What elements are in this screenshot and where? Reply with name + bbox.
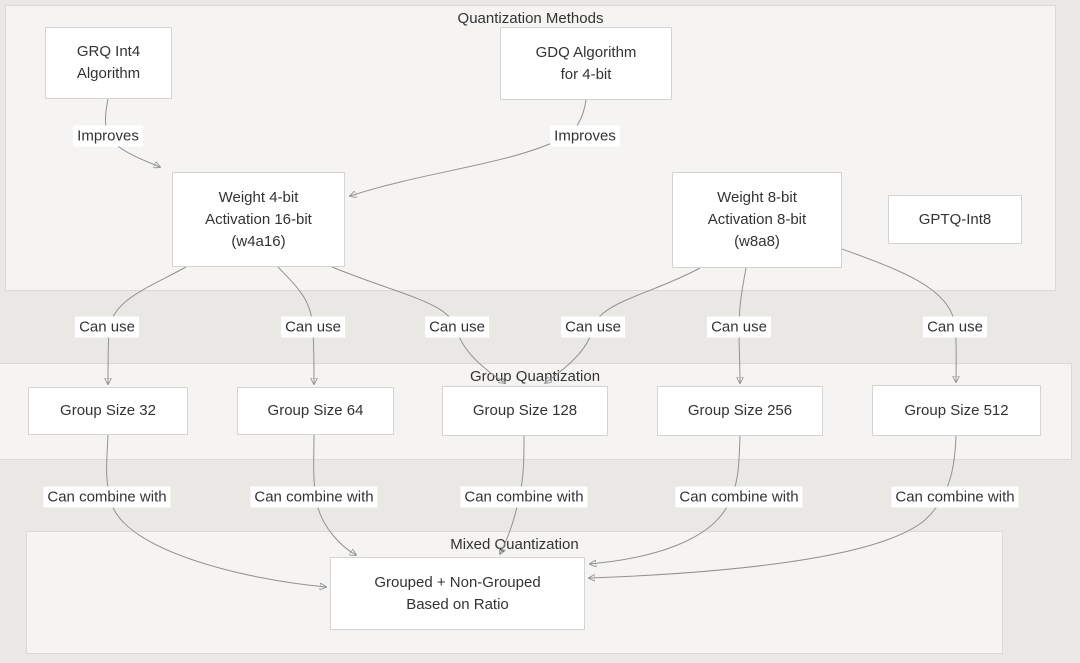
subgraph-title-group-quantization: Group Quantization bbox=[469, 368, 601, 385]
node-group-size-32: Group Size 32 bbox=[28, 387, 188, 435]
node-grq-int4-algorithm: GRQ Int4 Algorithm bbox=[45, 27, 172, 99]
node-group-size-64: Group Size 64 bbox=[237, 387, 394, 435]
edge-label-combine-gs64: Can combine with bbox=[250, 486, 378, 508]
edge-label-can-use-gs512: Can use bbox=[923, 316, 987, 338]
edge-label-combine-gs128: Can combine with bbox=[460, 486, 588, 508]
edge-label-combine-gs512: Can combine with bbox=[891, 486, 1019, 508]
node-grouped-non-grouped: Grouped + Non-Grouped Based on Ratio bbox=[330, 557, 585, 630]
node-gdq-algorithm-4bit: GDQ Algorithm for 4-bit bbox=[500, 27, 672, 100]
node-w8a8: Weight 8-bit Activation 8-bit (w8a8) bbox=[672, 172, 842, 268]
node-group-size-512: Group Size 512 bbox=[872, 385, 1041, 436]
subgraph-title-quantization-methods: Quantization Methods bbox=[457, 10, 604, 27]
edge-label-can-use-gs64: Can use bbox=[281, 316, 345, 338]
edge-label-combine-gs32: Can combine with bbox=[43, 486, 171, 508]
edge-label-can-use-gs128-w4: Can use bbox=[425, 316, 489, 338]
edge-label-can-use-gs128-w8: Can use bbox=[561, 316, 625, 338]
node-w4a16: Weight 4-bit Activation 16-bit (w4a16) bbox=[172, 172, 345, 267]
edge-label-improves-grq: Improves bbox=[73, 125, 143, 147]
node-group-size-128: Group Size 128 bbox=[442, 386, 608, 436]
node-group-size-256: Group Size 256 bbox=[657, 386, 823, 436]
node-gptq-int8: GPTQ-Int8 bbox=[888, 195, 1022, 244]
edge-label-improves-gdq: Improves bbox=[550, 125, 620, 147]
edge-label-can-use-gs32: Can use bbox=[75, 316, 139, 338]
edge-label-can-use-gs256: Can use bbox=[707, 316, 771, 338]
subgraph-title-mixed-quantization: Mixed Quantization bbox=[450, 536, 579, 553]
edge-label-combine-gs256: Can combine with bbox=[675, 486, 803, 508]
